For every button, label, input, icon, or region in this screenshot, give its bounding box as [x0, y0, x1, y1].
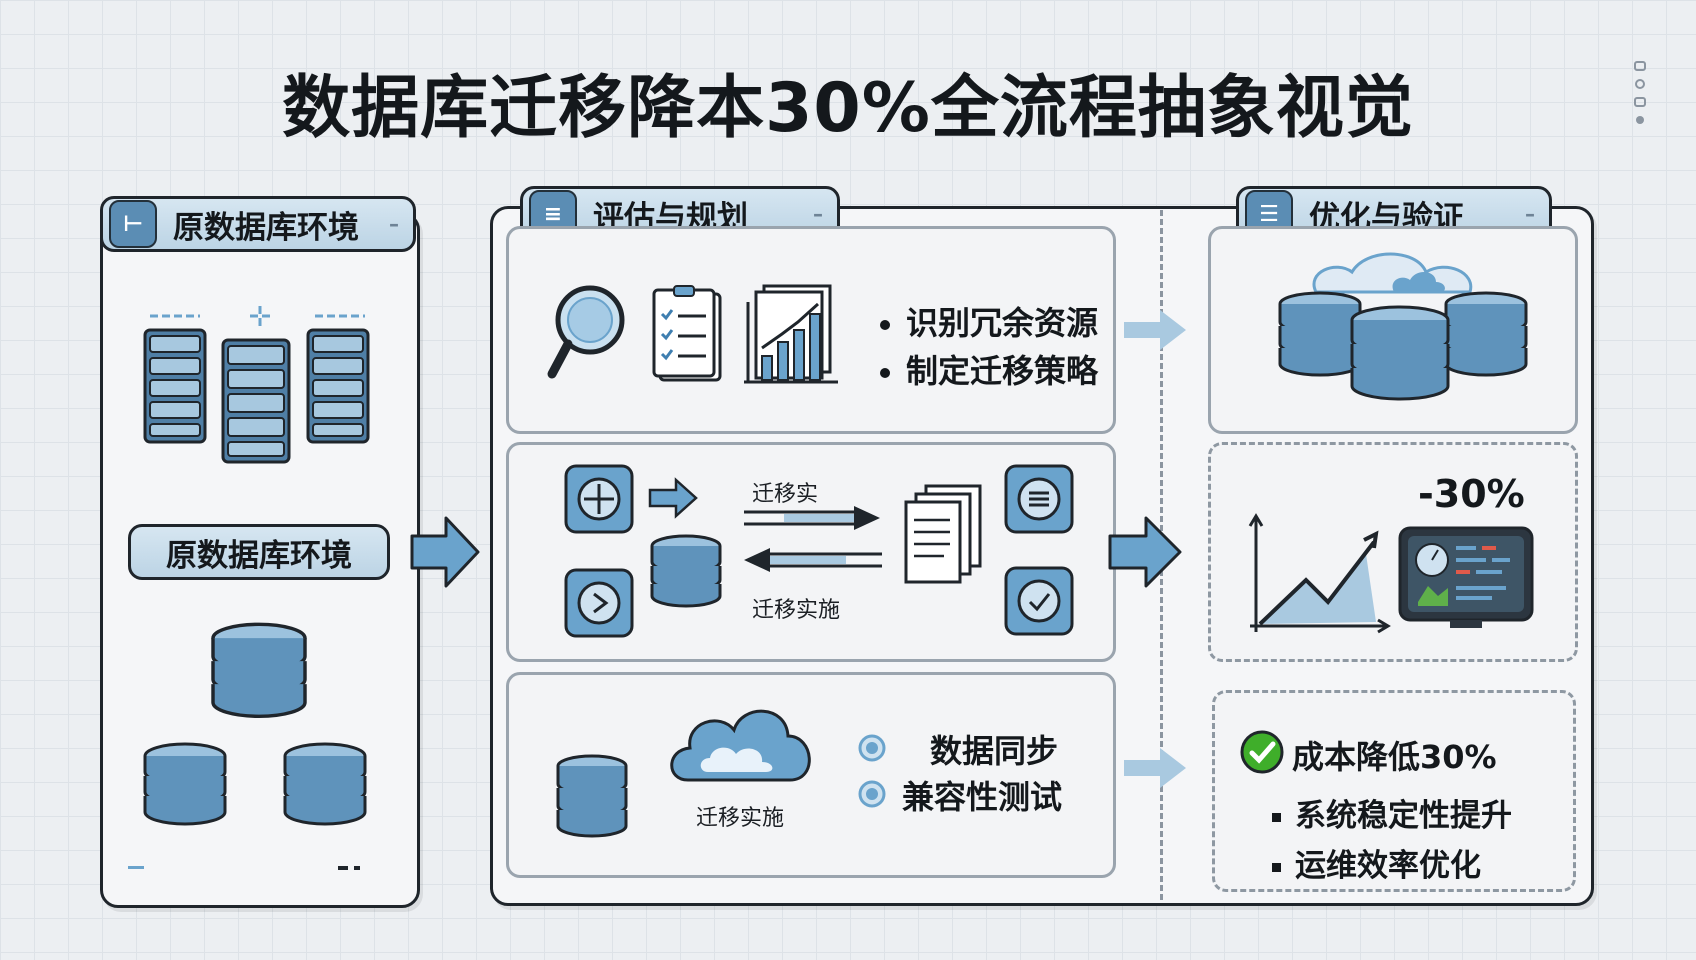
cloud-icon: [670, 709, 811, 782]
plan-bullet-1: 识别冗余资源: [880, 298, 1098, 344]
database-icon: [556, 754, 628, 838]
play-icon: [564, 568, 634, 638]
sync-box: [506, 672, 1116, 878]
page-title: 数据库迁移降本30%全流程抽象视觉: [282, 69, 1414, 148]
cloud-migration-label: 迁移实施: [696, 806, 785, 831]
migration-top-label: 迁移实: [752, 482, 819, 507]
source-environment-label: 原数据库环境: [128, 524, 390, 580]
report-chart-icon: [744, 284, 838, 384]
reduction-label: -30%: [1418, 472, 1525, 516]
plan-bullet-2: 制定迁移策略: [880, 346, 1098, 392]
migration-bottom-label: 迁移实施: [752, 598, 841, 623]
dash-icon: –: [389, 212, 399, 236]
documents-icon: [904, 484, 982, 584]
dash-icon: –: [1525, 202, 1535, 226]
server-icon: ⊢: [109, 200, 157, 248]
checklist-icon: [652, 285, 722, 382]
sync-item-2: 兼容性测试: [902, 778, 1063, 816]
result-cost-reduction: 成本降低30%: [1292, 738, 1497, 776]
target-icon: [564, 464, 634, 534]
list-badge-icon: [1004, 464, 1074, 534]
check-circle-icon: [1240, 730, 1284, 774]
flow-arrow-icon: [1124, 748, 1186, 788]
source-environment-header: ⊢ 原数据库环境 –: [100, 196, 416, 252]
test-dot-icon: [858, 780, 886, 808]
result-bullet-1: 系统稳定性提升: [1272, 790, 1512, 835]
database-cluster-icon: [143, 622, 367, 826]
check-badge-icon: [1004, 566, 1074, 636]
result-bullet-2: 运维效率优化: [1272, 840, 1481, 885]
trend-chart-icon: [1248, 513, 1391, 634]
arrow-right-icon: [648, 477, 698, 519]
magnifier-icon: [547, 285, 625, 379]
dashboard-monitor-icon: [1398, 526, 1534, 628]
arrow-left-icon: [744, 548, 882, 572]
sync-item-1: 数据同步: [930, 732, 1059, 770]
cloud-database-icon: [1278, 252, 1528, 401]
database-icon: [650, 534, 722, 608]
side-toolbar-icon: [1634, 61, 1646, 124]
flow-arrow-icon: [1124, 310, 1186, 350]
arrow-right-icon: [744, 506, 880, 530]
results-box: [1212, 690, 1576, 892]
dash-icon: –: [813, 202, 823, 226]
flow-arrow-icon: [1108, 516, 1182, 588]
sync-dot-icon: [858, 734, 886, 762]
dots-decoration-icon: [128, 866, 360, 870]
server-rack-icon: [143, 306, 370, 464]
flow-arrow-icon: [410, 516, 480, 588]
